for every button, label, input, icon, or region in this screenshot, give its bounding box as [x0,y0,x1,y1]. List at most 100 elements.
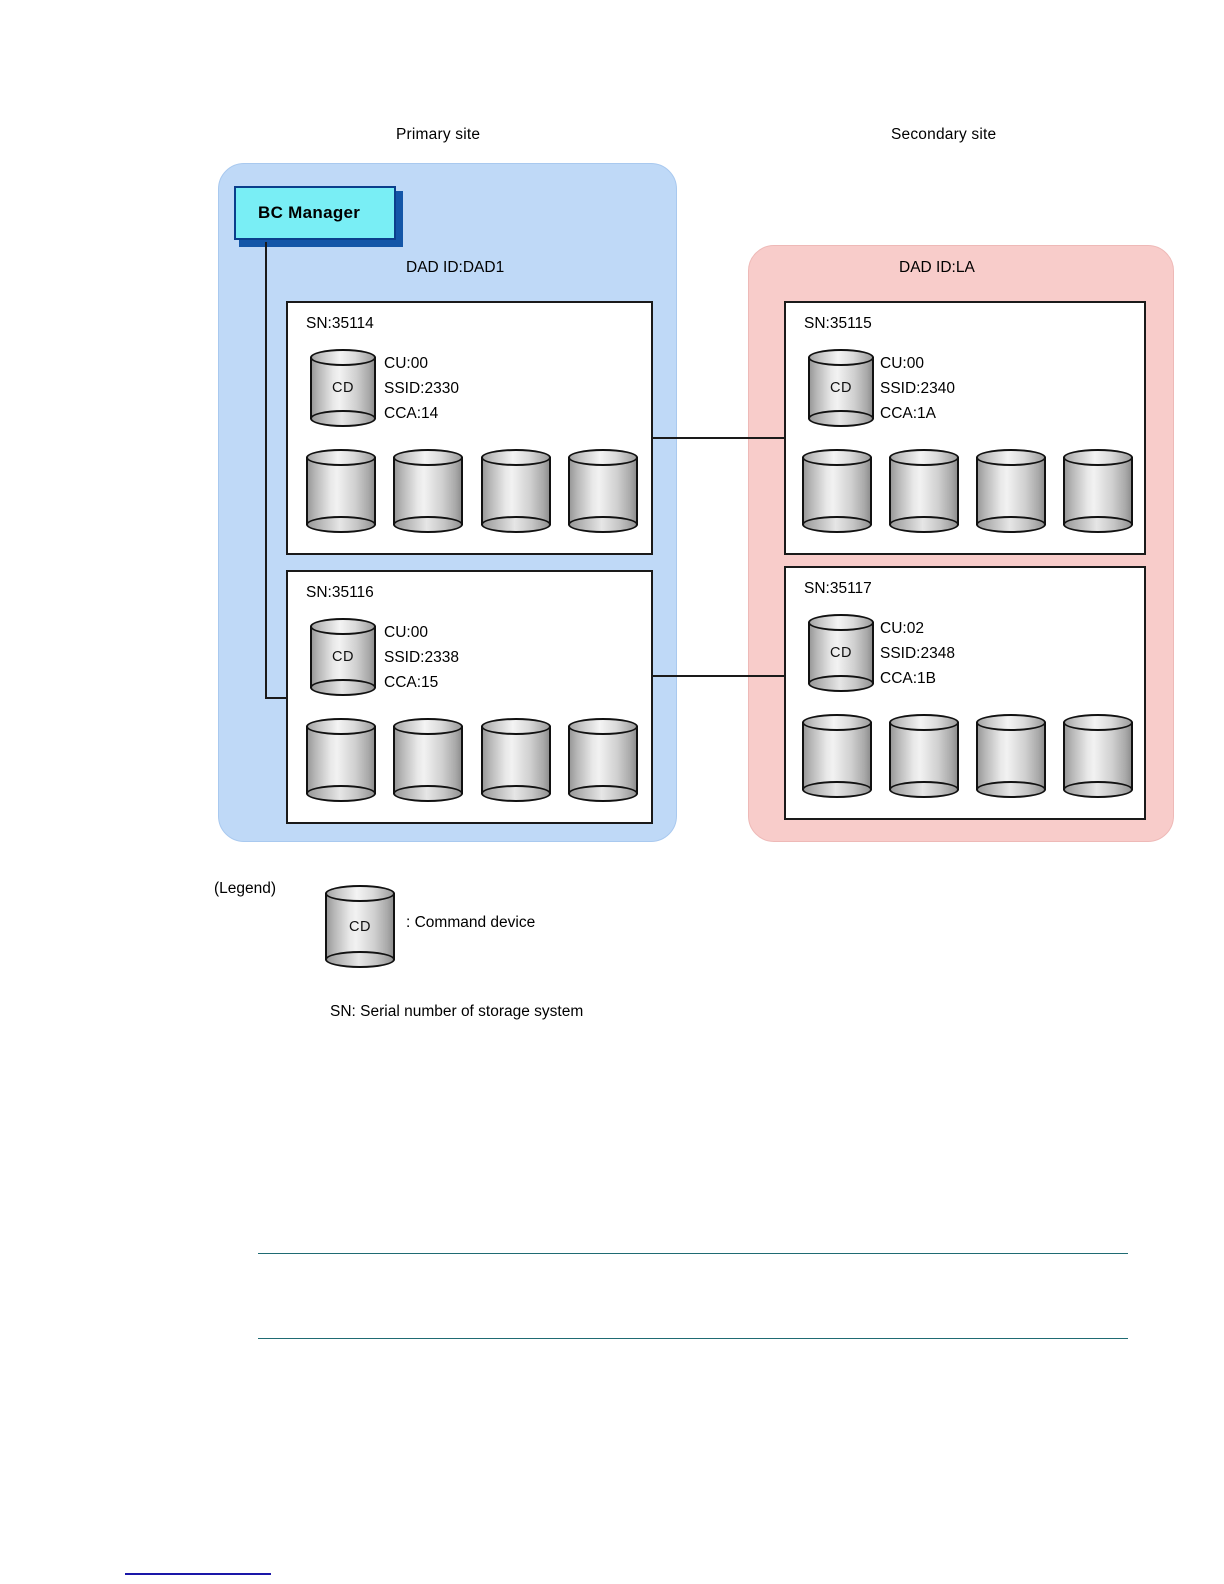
connector-35116-35117 [653,675,784,677]
cca-value: CCA:15 [384,674,439,691]
cylinder-bottom [808,410,874,427]
cylinder-top [1063,449,1133,466]
bc-manager-box[interactable]: BC Manager [234,186,396,240]
cylinder-top [306,718,376,735]
cylinder-bottom [325,951,395,968]
cylinder-bottom [568,516,638,533]
cu-value: CU:00 [880,355,924,372]
cylinder-body [568,457,638,525]
volume-cylinder [976,714,1046,798]
volume-cylinder [889,449,959,533]
command-device-cylinder: CD [310,349,376,427]
cylinder-body [306,457,376,525]
cca-value: CCA:1B [880,670,936,687]
volume-cylinder [393,449,463,533]
legend-command-device-cylinder: CD [325,885,395,968]
cylinder-cd-text: CD [830,380,852,396]
volume-cylinder [802,449,872,533]
volume-cylinder [1063,714,1133,798]
cylinder-body [889,722,959,790]
bc-manager[interactable]: BC Manager [234,186,403,247]
cylinder-bottom [889,516,959,533]
volume-cylinder [393,718,463,802]
cca-value: CCA:14 [384,405,439,422]
cylinder-top [808,614,874,631]
cylinder-top [802,449,872,466]
bc-manager-connector-vertical [265,242,267,698]
cylinder-top [393,449,463,466]
volume-cylinder [306,718,376,802]
cylinder-bottom [393,516,463,533]
cylinder-bottom [481,516,551,533]
bc-manager-connector-horizontal [265,697,287,699]
cylinder-body [481,457,551,525]
volume-cylinder [1063,449,1133,533]
cylinder-bottom [976,516,1046,533]
volume-cylinder [481,718,551,802]
ssid-value: SSID:2348 [880,645,955,662]
command-device-attributes: CU:00 SSID:2338 CCA:15 [384,620,459,695]
cylinder-top [889,714,959,731]
cylinder-body [481,726,551,794]
volume-cylinder [481,449,551,533]
sn-label: SN:35117 [804,580,872,597]
cylinder-top [976,449,1046,466]
storage-system-35114: SN:35114 CD CU:00 SSID:2330 CCA:14 [286,301,653,555]
cylinder-top [481,718,551,735]
cylinder-body [976,457,1046,525]
volume-cylinder [802,714,872,798]
cylinder-top [889,449,959,466]
footnote-rule [125,1573,271,1575]
cylinder-bottom [310,679,376,696]
cylinder-top [802,714,872,731]
volume-cylinder [889,714,959,798]
cylinder-bottom [802,781,872,798]
cylinder-cd-text: CD [349,918,371,935]
cylinder-top [310,349,376,366]
cylinder-top [310,618,376,635]
primary-dad-id-label: DAD ID:DAD1 [406,259,505,276]
cylinder-body [393,726,463,794]
cylinder-top [1063,714,1133,731]
cylinder-bottom [1063,781,1133,798]
cylinder-top [325,885,395,902]
legend-command-device-text: : Command device [406,914,536,931]
cylinder-cd-text: CD [830,645,852,661]
cylinder-bottom [481,785,551,802]
cylinder-top [808,349,874,366]
cylinder-body [568,726,638,794]
cylinder-bottom [802,516,872,533]
command-device-cylinder: CD [808,614,874,692]
volume-cylinder [306,449,376,533]
cylinder-body [889,457,959,525]
cylinder-bottom [306,516,376,533]
cylinder-body [1063,457,1133,525]
storage-system-35115: SN:35115 CD CU:00 SSID:2340 CCA:1A [784,301,1146,555]
cylinder-top [976,714,1046,731]
cu-value: CU:00 [384,624,428,641]
command-device-cylinder: CD [310,618,376,696]
cylinder-body [325,893,395,960]
page-rule-top [258,1253,1128,1254]
legend-title: (Legend) [214,880,277,897]
cylinder-body [802,722,872,790]
cylinder-top [481,449,551,466]
cylinder-cd-text: CD [332,380,354,396]
ssid-value: SSID:2330 [384,380,459,397]
cylinder-bottom [310,410,376,427]
ssid-value: SSID:2338 [384,649,459,666]
volume-cylinder [568,449,638,533]
cylinder-body [1063,722,1133,790]
page-rule-bottom [258,1338,1128,1339]
cca-value: CCA:1A [880,405,936,422]
command-device-attributes: CU:00 SSID:2330 CCA:14 [384,351,459,426]
cylinder-bottom [1063,516,1133,533]
cylinder-cd-text: CD [332,649,354,665]
cylinder-body [310,626,376,688]
command-device-attributes: CU:02 SSID:2348 CCA:1B [880,616,955,691]
cylinder-bottom [808,675,874,692]
cu-value: CU:00 [384,355,428,372]
command-device-attributes: CU:00 SSID:2340 CCA:1A [880,351,955,426]
connector-35114-35115 [653,437,784,439]
sn-label: SN:35116 [306,584,374,601]
